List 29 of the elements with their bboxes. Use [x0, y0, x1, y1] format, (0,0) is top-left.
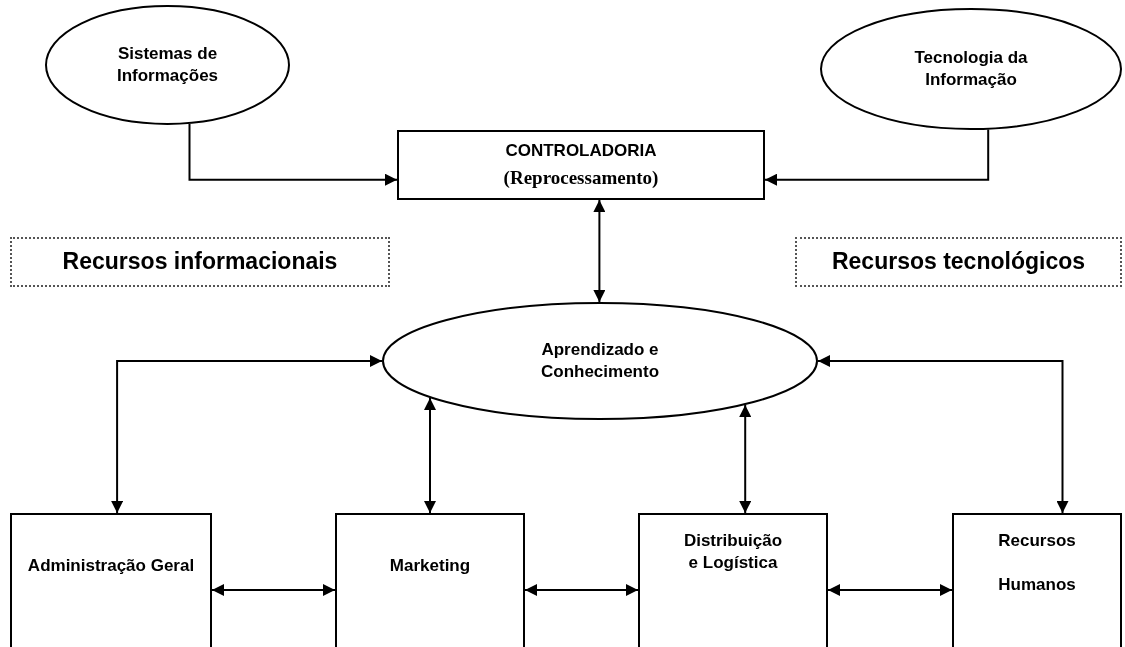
- node-title: Administração Geral: [27, 555, 195, 577]
- double-arrow: [817, 355, 1069, 514]
- node-title: Distribuição e Logística: [682, 530, 784, 575]
- node-title: Recursos tecnológicos: [831, 247, 1086, 277]
- process-box: [397, 130, 765, 200]
- node-title: Aprendizado e Conhecimento: [539, 338, 661, 383]
- node-title: Recursos informacionais: [62, 247, 338, 277]
- double-arrow: [524, 584, 639, 596]
- node-title: Sistemas de Informações: [115, 42, 220, 87]
- node-title: Recursos: [998, 530, 1076, 552]
- process-box: [952, 513, 1122, 647]
- node-subtitle: (Reprocessamento): [503, 165, 659, 190]
- double-arrow: [827, 584, 953, 596]
- double-arrow: [211, 584, 336, 596]
- dotted-label-box: [10, 237, 390, 287]
- dotted-label-box: [795, 237, 1122, 287]
- node-title: Tecnologia da Informação: [913, 46, 1029, 91]
- process-box: [335, 513, 525, 647]
- node-title: CONTROLADORIA: [505, 139, 657, 162]
- double-arrow: [188, 123, 398, 186]
- double-arrow: [764, 128, 990, 186]
- double-arrow: [111, 355, 383, 514]
- double-arrow: [593, 199, 606, 303]
- process-box: [638, 513, 828, 647]
- process-box: [10, 513, 212, 647]
- node-title: Marketing: [389, 555, 471, 577]
- node-subtitle: Humanos: [998, 574, 1076, 597]
- double-arrow: [739, 404, 752, 514]
- double-arrow: [424, 396, 436, 514]
